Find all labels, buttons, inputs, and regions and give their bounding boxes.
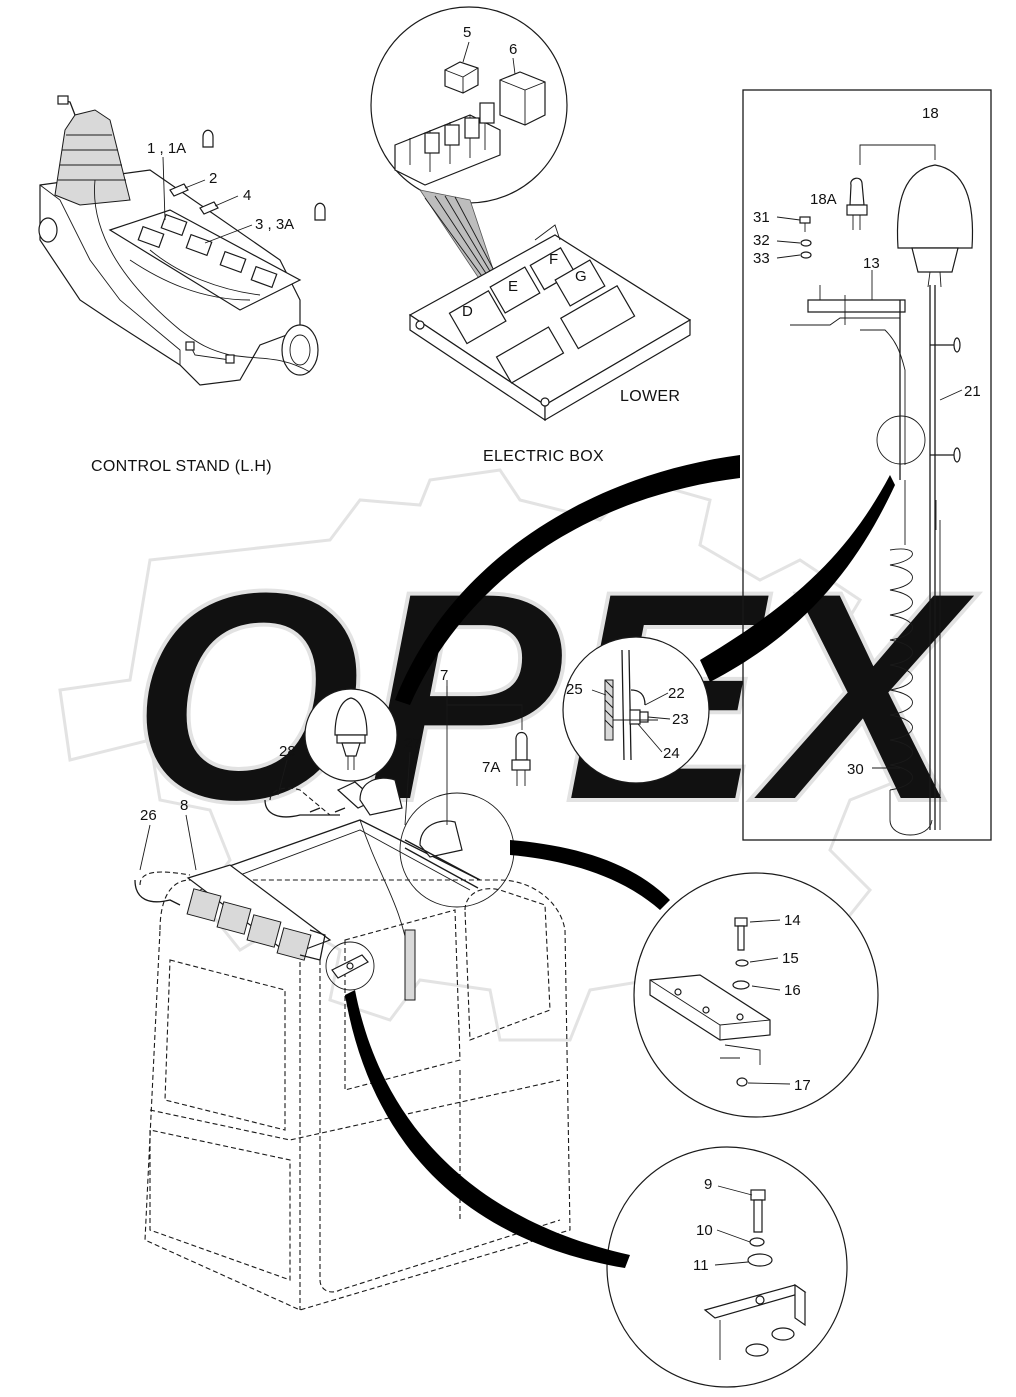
beacon-detail-drawing <box>790 144 974 836</box>
leader-11 <box>714 1261 749 1266</box>
caption-control-stand: CONTROL STAND (L.H) <box>91 458 272 475</box>
callout-7: 7 <box>440 667 448 684</box>
callout-21: 21 <box>964 383 981 400</box>
callout-18a: 18A <box>810 191 837 208</box>
callout-10: 10 <box>696 1222 713 1239</box>
callout-28: 28 <box>279 743 296 760</box>
callout-5: 5 <box>463 24 471 41</box>
callout-14: 14 <box>784 912 801 929</box>
leader-16 <box>751 985 781 991</box>
leader-14 <box>749 919 781 923</box>
callout-18: 18 <box>922 105 939 122</box>
leader-1 <box>162 156 166 221</box>
callout-33: 33 <box>753 250 770 267</box>
callout-16: 16 <box>784 982 801 999</box>
leader-4 <box>214 195 239 207</box>
callout-8: 8 <box>180 797 188 814</box>
leader-26 <box>139 824 151 871</box>
leader-15 <box>749 957 779 963</box>
callout-11: 11 <box>693 1257 709 1274</box>
mount-detail-circle-9-11 <box>606 1146 848 1388</box>
beacon-detail-frame <box>742 89 992 841</box>
leader-22 <box>644 692 669 706</box>
leader-27 <box>404 751 411 826</box>
callout-17: 17 <box>794 1077 811 1094</box>
callout-4: 4 <box>243 187 251 204</box>
leader-33 <box>776 254 801 259</box>
leader-31 <box>776 216 801 221</box>
callout-25: 25 <box>566 681 583 698</box>
caption-lower: LOWER <box>620 388 680 405</box>
callout-32: 32 <box>753 232 770 249</box>
watermark-text: OPEX <box>130 528 979 864</box>
callout-22: 22 <box>668 685 685 702</box>
box-letter-f: F <box>549 251 558 268</box>
callout-30: 30 <box>847 761 864 778</box>
leader-28 <box>277 759 288 796</box>
leader-2 <box>184 179 206 189</box>
callout-2: 2 <box>209 170 217 187</box>
box-letter-e: E <box>508 278 518 295</box>
callout-9: 9 <box>704 1176 712 1193</box>
leader-24 <box>637 723 663 753</box>
leader-21 <box>939 389 963 401</box>
mount-detail-circle-14-17 <box>633 872 879 1118</box>
leader-9 <box>717 1185 753 1196</box>
leader-8 <box>185 814 197 871</box>
callout-31: 31 <box>753 209 770 226</box>
leader-17 <box>747 1082 791 1085</box>
mount-detail-circle-22-25 <box>562 636 710 784</box>
control-stand-drawing <box>38 95 326 386</box>
box-letter-d: D <box>462 303 473 320</box>
callout-6: 6 <box>509 41 517 58</box>
relay-detail-circle <box>370 6 568 204</box>
leader-32 <box>776 240 801 244</box>
callout-3-3a: 3 , 3A <box>255 216 294 233</box>
leader-6 <box>512 57 516 75</box>
cab-drawing <box>134 777 571 1311</box>
callout-24: 24 <box>663 745 680 762</box>
bulb-7a-drawing <box>446 686 531 786</box>
connector-ribbon-14-17 <box>510 840 670 910</box>
leader-25 <box>591 689 607 696</box>
beacon-small-circle <box>304 688 398 782</box>
leader-23 <box>647 716 671 720</box>
callout-13: 13 <box>863 255 880 272</box>
box-letter-g: G <box>575 268 587 285</box>
callout-23: 23 <box>672 711 689 728</box>
callout-27: 27 <box>404 735 421 752</box>
connector-ribbon-box <box>395 455 740 705</box>
connector-ribbon-9-11 <box>345 990 630 1268</box>
caption-electric-box: ELECTRIC BOX <box>483 448 604 465</box>
leader-3 <box>204 224 253 244</box>
callout-7a: 7A <box>482 759 500 776</box>
callout-15: 15 <box>782 950 799 967</box>
callout-26: 26 <box>140 807 157 824</box>
electric-box-drawing <box>408 224 692 422</box>
callout-1-1a: 1 , 1A <box>147 140 186 157</box>
leader-5 <box>462 41 470 63</box>
connector-ribbon-detail <box>700 475 895 682</box>
leader-10 <box>716 1229 751 1243</box>
